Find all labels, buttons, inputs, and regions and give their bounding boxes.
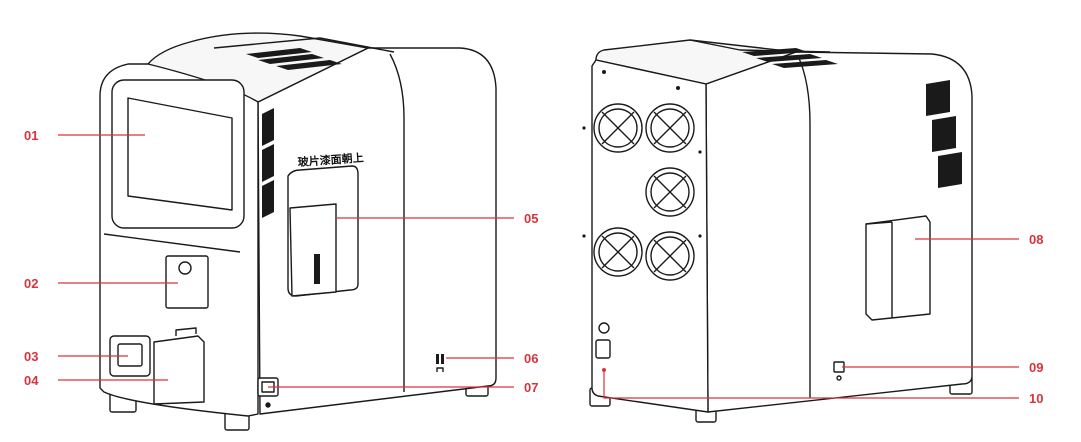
rear-fans	[593, 103, 695, 281]
rear-fan-4	[593, 227, 643, 277]
rear-fan-5	[645, 231, 695, 281]
callout-label-06: 06	[524, 351, 538, 366]
rear-screws	[582, 70, 702, 238]
front-switch-led	[265, 402, 271, 408]
rear-view	[582, 39, 973, 423]
front-panel-divider	[103, 233, 241, 253]
front-top-vents	[246, 48, 342, 70]
slide-label-text: 玻片漆面朝上	[297, 150, 364, 169]
rear-grounding-post	[598, 322, 610, 334]
rear-side-vents	[926, 80, 962, 188]
rear-fan-1	[593, 103, 643, 153]
callout-labels: 01 02 03 04 05 06 07 08 09 10	[24, 128, 1043, 406]
sample-door	[165, 255, 209, 309]
rear-module	[865, 215, 931, 321]
callout-label-08: 08	[1029, 232, 1043, 247]
slide-holder	[289, 203, 337, 297]
callout-label-02: 02	[24, 276, 38, 291]
rear-top-surface	[595, 39, 797, 85]
front-side-vents	[262, 108, 274, 218]
front-top-surface	[147, 32, 369, 103]
callout-label-05: 05	[524, 211, 538, 226]
sample-door-knob	[178, 261, 192, 275]
waste-cartridge	[153, 335, 205, 405]
rear-top-vents	[742, 48, 838, 68]
rear-power-socket	[595, 339, 611, 359]
callout-label-04: 04	[24, 373, 39, 388]
callout-label-03: 03	[24, 349, 38, 364]
callout-label-09: 09	[1029, 360, 1043, 375]
front-right-side-panel	[257, 47, 497, 415]
front-usb-ports	[436, 354, 444, 364]
front-side-seam	[389, 53, 405, 392]
front-top-seam	[213, 37, 395, 53]
rear-fan-2	[645, 103, 695, 153]
waste-cartridge-top	[175, 327, 197, 336]
callout-label-07: 07	[524, 380, 538, 395]
rear-right-panel	[705, 51, 973, 413]
front-port-inner	[117, 343, 143, 367]
slide-holder-slots	[314, 254, 320, 284]
front-screen-display	[127, 97, 233, 211]
rear-switch-screw	[836, 375, 842, 381]
rear-fan-3	[645, 167, 695, 217]
callout-label-10: 10	[1029, 391, 1043, 406]
front-view	[99, 32, 497, 431]
callout-lines	[58, 134, 1019, 399]
callout-line-10	[603, 370, 1019, 399]
callout-label-01: 01	[24, 128, 38, 143]
rear-module-front	[865, 221, 893, 318]
front-usb-symbol	[436, 367, 444, 372]
